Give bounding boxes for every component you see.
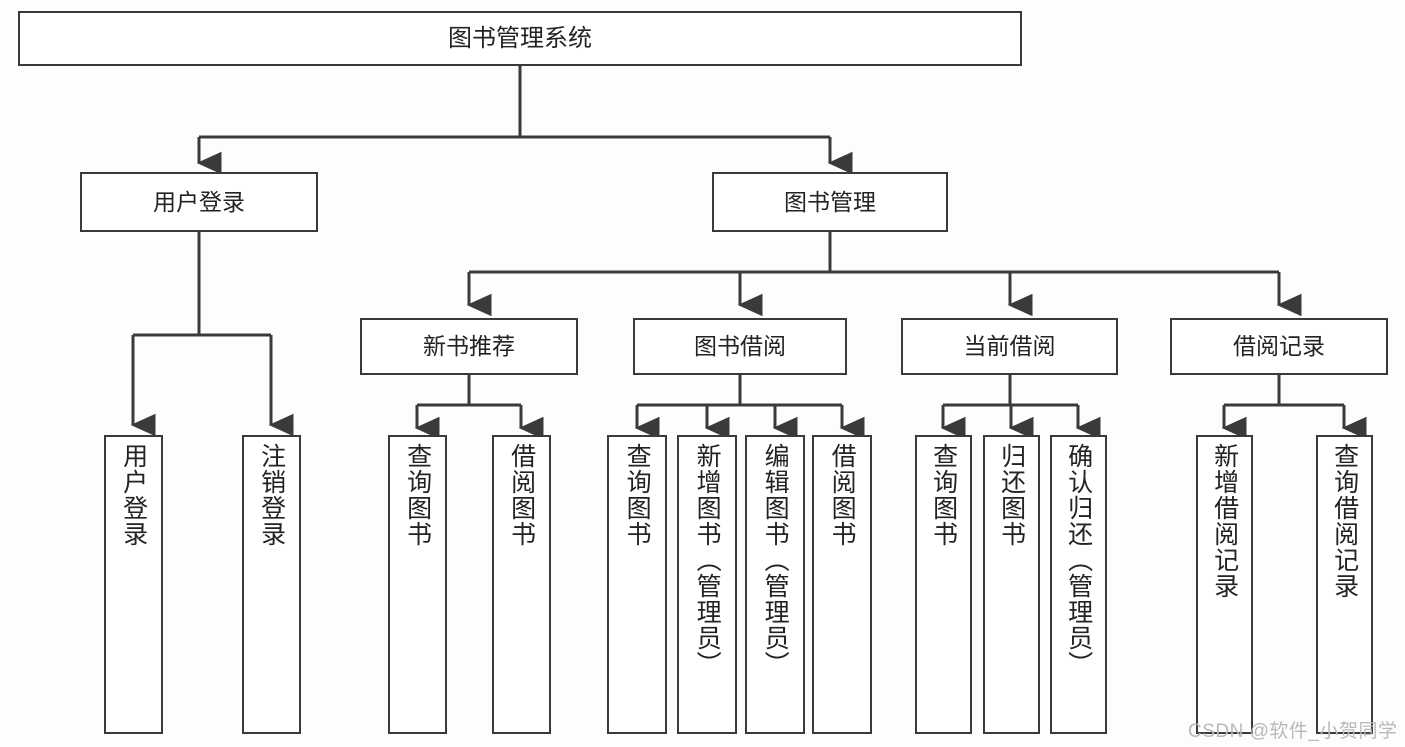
leaf-query-book[interactable]: 查询图书 bbox=[607, 435, 667, 734]
leaf-query-book-current[interactable]: 查询图书 bbox=[915, 435, 972, 734]
node-label: 图书管理 bbox=[784, 188, 876, 215]
node-book-borrow[interactable]: 图书借阅 bbox=[633, 318, 847, 375]
node-user-login[interactable]: 用户登录 bbox=[80, 172, 318, 232]
node-label: 确认归还（管理员） bbox=[1064, 443, 1093, 677]
node-label: 查询图书 bbox=[403, 443, 432, 547]
node-current-borrow[interactable]: 当前借阅 bbox=[901, 318, 1118, 375]
node-new-book-recommend[interactable]: 新书推荐 bbox=[360, 318, 578, 375]
node-label: 注销登录 bbox=[257, 443, 286, 547]
node-label: 查询借阅记录 bbox=[1330, 443, 1359, 599]
leaf-logout[interactable]: 注销登录 bbox=[242, 435, 301, 734]
node-label: 新增图书（管理员） bbox=[693, 443, 722, 677]
node-label: 新书推荐 bbox=[423, 333, 515, 360]
node-label: 借阅记录 bbox=[1233, 333, 1325, 360]
leaf-edit-book-admin[interactable]: 编辑图书（管理员） bbox=[745, 435, 805, 734]
node-label: 查询图书 bbox=[623, 443, 652, 547]
node-label: 当前借阅 bbox=[963, 333, 1056, 360]
node-label: 图书借阅 bbox=[694, 333, 786, 360]
leaf-add-book-admin[interactable]: 新增图书（管理员） bbox=[677, 435, 737, 734]
node-book-management[interactable]: 图书管理 bbox=[712, 172, 948, 232]
node-borrow-records[interactable]: 借阅记录 bbox=[1170, 318, 1388, 375]
node-label: 用户登录 bbox=[119, 443, 148, 547]
node-label: 归还图书 bbox=[997, 443, 1026, 547]
leaf-user-login[interactable]: 用户登录 bbox=[104, 435, 163, 734]
leaf-add-borrow-record[interactable]: 新增借阅记录 bbox=[1196, 435, 1253, 734]
leaf-return-book[interactable]: 归还图书 bbox=[983, 435, 1040, 734]
node-label: 借阅图书 bbox=[828, 443, 857, 547]
csdn-watermark: CSDN @软件_小贺同学 bbox=[1188, 721, 1398, 742]
node-label: 用户登录 bbox=[153, 188, 245, 215]
leaf-confirm-return-admin[interactable]: 确认归还（管理员） bbox=[1050, 435, 1107, 734]
leaf-query-book-recommend[interactable]: 查询图书 bbox=[388, 435, 447, 734]
leaf-query-borrow-record[interactable]: 查询借阅记录 bbox=[1316, 435, 1373, 734]
leaf-borrow-book-recommend[interactable]: 借阅图书 bbox=[492, 435, 551, 734]
node-label: 图书管理系统 bbox=[448, 24, 592, 52]
node-label: 新增借阅记录 bbox=[1210, 443, 1239, 599]
leaf-borrow-book[interactable]: 借阅图书 bbox=[812, 435, 872, 734]
node-label: 查询图书 bbox=[929, 443, 958, 547]
node-label: 编辑图书（管理员） bbox=[761, 443, 790, 677]
node-label: 借阅图书 bbox=[507, 443, 536, 547]
node-root-system[interactable]: 图书管理系统 bbox=[18, 11, 1022, 66]
